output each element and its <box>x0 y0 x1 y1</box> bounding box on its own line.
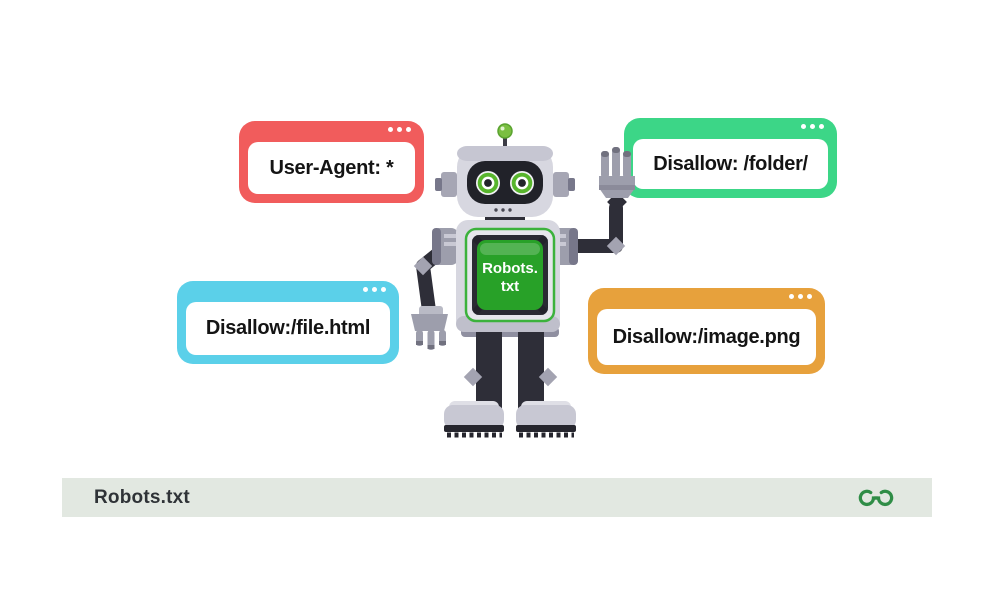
robot-right-hand <box>599 147 635 212</box>
window-dots-icon <box>363 287 386 292</box>
robot-ear-right <box>553 172 569 197</box>
robot-legs <box>461 327 559 414</box>
callout-body: Disallow:/file.html <box>186 302 390 355</box>
window-dot <box>798 294 803 299</box>
callout-disallow-file: Disallow:/file.html <box>177 281 399 364</box>
callout-body: User-Agent: * <box>248 142 415 194</box>
window-dot <box>363 287 368 292</box>
window-dot <box>372 287 377 292</box>
callout-disallow-image-label: Disallow:/image.png <box>612 325 801 348</box>
window-dot <box>381 287 386 292</box>
window-dots-icon <box>789 294 812 299</box>
robot-screen-text-line2: txt <box>501 278 519 295</box>
robot-antenna-icon <box>497 123 513 149</box>
robot-screen: Robots. txt <box>464 227 556 323</box>
robot-feet <box>444 401 576 438</box>
callout-disallow-file-label: Disallow:/file.html <box>205 317 371 339</box>
robot-screen-text-line1: Robots. <box>482 260 538 277</box>
callout-user-agent: User-Agent: * <box>239 121 424 203</box>
footer-title: Robots.txt <box>94 486 190 508</box>
window-dot <box>789 294 794 299</box>
window-dot <box>810 124 815 129</box>
callout-body: Disallow: /folder/ <box>633 139 828 189</box>
callout-user-agent-label: User-Agent: * <box>269 156 394 179</box>
callout-body: Disallow:/image.png <box>597 309 816 365</box>
window-dot <box>801 124 806 129</box>
window-dot <box>807 294 812 299</box>
window-dot <box>388 127 393 132</box>
callout-disallow-image: Disallow:/image.png <box>588 288 825 374</box>
geeksforgeeks-logo-icon <box>858 489 894 506</box>
window-dot <box>819 124 824 129</box>
window-dot <box>397 127 402 132</box>
callout-disallow-folder-label: Disallow: /folder/ <box>653 152 808 175</box>
robot-mouth-dots <box>494 208 512 212</box>
footer-bar: Robots.txt <box>62 478 932 517</box>
robot-eye-right <box>510 171 534 195</box>
window-dots-icon <box>388 127 411 132</box>
robot-head <box>435 123 575 217</box>
callout-disallow-folder: Disallow: /folder/ <box>624 118 837 198</box>
window-dots-icon <box>801 124 824 129</box>
robot-ear-left <box>441 172 457 197</box>
robot-eye-left <box>476 171 500 195</box>
robot-mascot-illustration: Robots. txt <box>411 123 635 438</box>
window-dot <box>406 127 411 132</box>
robot-left-hand <box>411 306 448 350</box>
robot-right-arm <box>553 147 635 256</box>
